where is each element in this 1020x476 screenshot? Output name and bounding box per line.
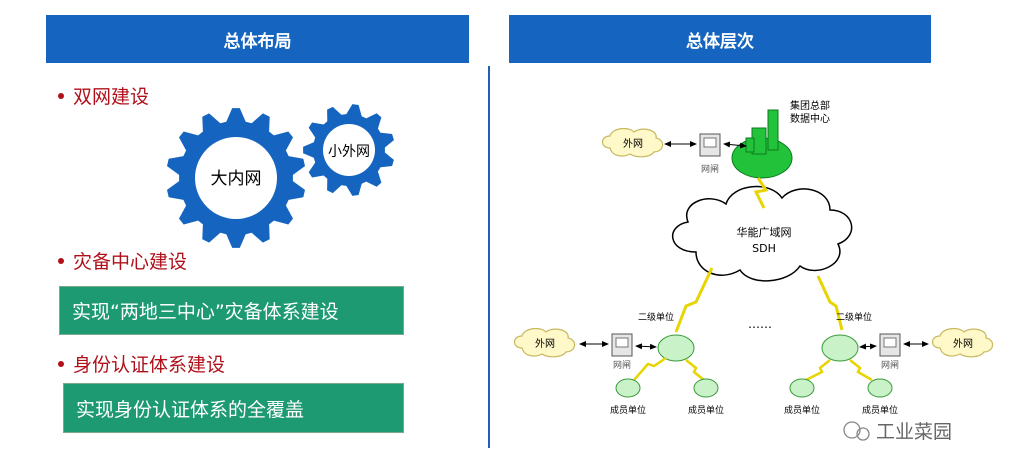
watermark-text: 工业菜园 [876,421,952,443]
wan-cloud: 华能广域网 SDH [671,185,853,282]
hq-datacenter-icon [731,109,793,179]
right-external-net-cloud: 外网 [931,327,994,358]
left-secondary-link [674,267,714,333]
right-secondary-unit-icon [821,334,859,362]
hq-link-bolt [753,177,769,209]
large-gear-label: 大内网 [211,169,262,189]
left-panel-header: 总体布局 [46,15,469,63]
gateway-label: 网闸 [701,164,719,175]
top-external-net-cloud: 外网 [601,127,664,158]
gateway-label: 网闸 [613,360,631,371]
bullet-identity-auth: 身份认证体系建设 [58,350,225,377]
sdh-label: SDH [752,242,776,255]
right-secondary-label: 二级单位 [836,311,872,323]
bullet-label: 灾备中心建设 [73,251,188,273]
gateway-label: 网闸 [881,360,899,371]
bullet-label: 身份认证体系建设 [73,354,226,376]
member-unit-label: 成员单位 [862,404,898,416]
wan-label: 华能广域网 [737,225,792,239]
hq-label-line1: 集团总部 [790,99,830,112]
left-secondary-unit-icon [657,334,695,362]
member-unit-icon [615,378,641,398]
wechat-icon [843,421,861,439]
small-gear-icon [303,104,394,196]
external-net-label: 外网 [535,338,555,350]
member-unit-label: 成员单位 [688,404,724,416]
panel-divider [488,66,490,448]
left-secondary-label: 二级单位 [638,311,674,323]
network-diagram: 华能广域网 SDH 集团总部 数据中心 外网 网闸 二级单位 外网 网闸 [513,99,994,443]
bullet-dot-icon [58,360,64,367]
hq-label-line2: 数据中心 [790,112,830,125]
bullet-disaster-recovery: 灾备中心建设 [58,247,187,274]
bullet-dual-network: 双网建设 [58,82,149,109]
left-external-net-cloud: 外网 [513,327,576,358]
right-gateway-icon [879,333,901,357]
member-unit-icon [693,378,719,398]
member-unit-icon [789,378,815,398]
bullet-label: 双网建设 [73,86,150,108]
external-net-label: 外网 [623,138,643,150]
dr-goal-box: 实现“两地三中心”灾备体系建设 [59,286,404,335]
bullet-dot-icon [58,92,64,99]
auth-goal-box: 实现身份认证体系的全覆盖 [63,383,404,433]
more-units-ellipsis: …… [748,317,772,331]
watermark: 工业菜园 [843,421,952,443]
member-unit-label: 成员单位 [784,404,820,416]
member-unit-icon [867,378,893,398]
left-gateway-icon [611,333,633,357]
bullet-dot-icon [58,257,64,264]
member-unit-label: 成员单位 [610,404,646,416]
external-net-label: 外网 [953,338,973,350]
gears-diagram: 大内网 小外网 [167,104,394,248]
right-panel-header: 总体层次 [509,15,931,63]
right-secondary-link [816,275,844,331]
top-gateway-icon [699,133,721,157]
small-gear-label: 小外网 [328,144,370,160]
large-gear-icon [167,108,305,248]
